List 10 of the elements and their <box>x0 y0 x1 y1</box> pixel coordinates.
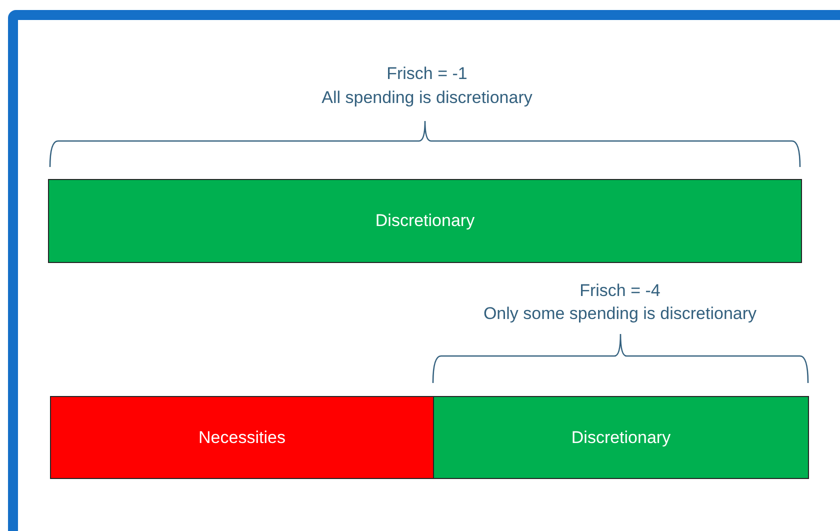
annotation-text: Only some spending is discretionary <box>483 304 757 324</box>
bar-label: Discretionary <box>571 428 671 448</box>
annotation-text: Frisch = -4 <box>580 281 660 301</box>
annotation-text: Frisch = -1 <box>386 64 468 84</box>
annotation-text: All spending is discretionary <box>322 88 532 108</box>
bar-label: Discretionary <box>375 211 475 231</box>
bar-segment <box>50 396 434 479</box>
bar-segment <box>433 396 809 479</box>
bar-segment <box>48 179 802 263</box>
bar-label: Necessities <box>198 428 286 448</box>
